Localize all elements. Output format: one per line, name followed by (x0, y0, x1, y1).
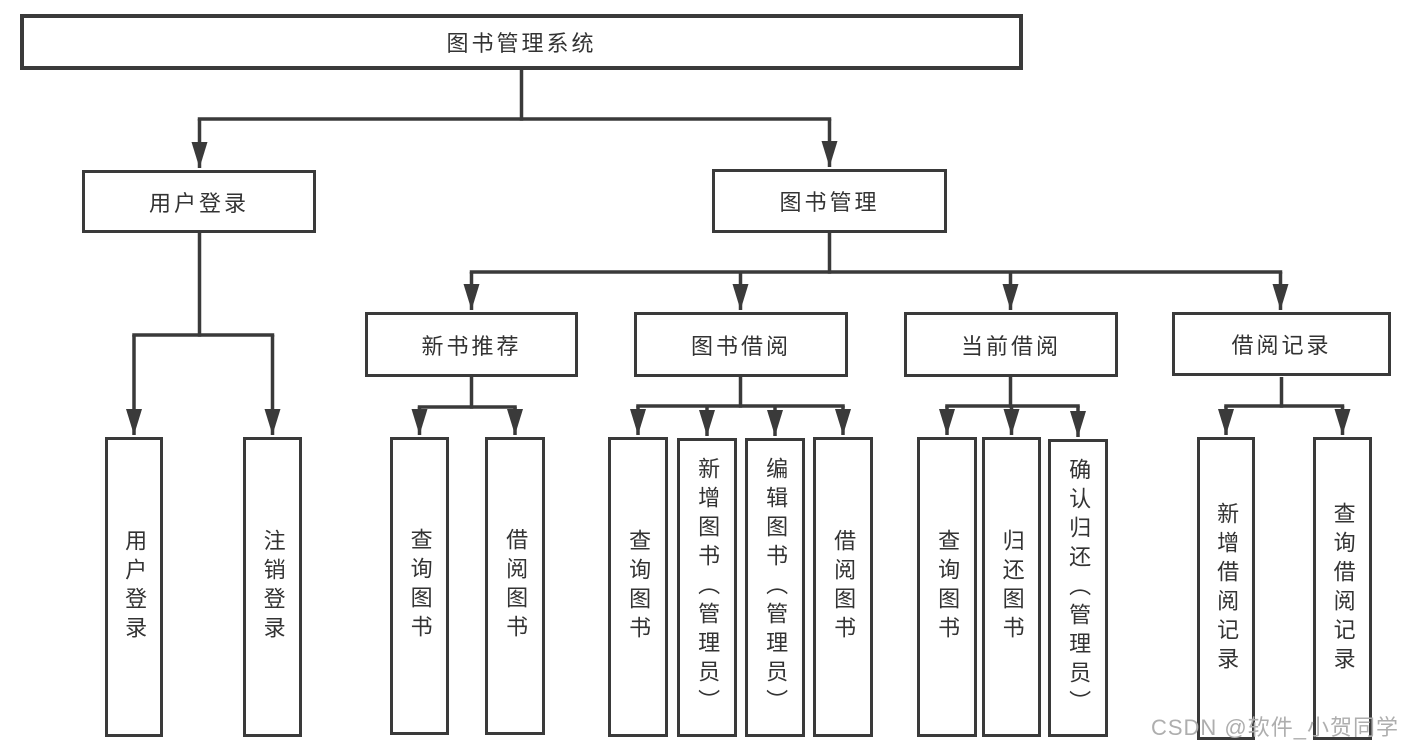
connector-new-book-recommend-to-leaves (411, 377, 523, 435)
node-root: 图书管理系统 (20, 14, 1023, 70)
node-book-management: 图书管理 (712, 169, 947, 233)
node-current-borrowing: 当前借阅 (904, 312, 1118, 377)
leaf-recommend-borrow-books: 借阅图书 (485, 437, 545, 735)
leaf-current-query-books-label: 查询图书 (935, 529, 961, 645)
leaf-current-confirm-return-admin-label: 确认归还（管理员） (1066, 457, 1092, 719)
leaf-borrowing-borrow-books-label: 借阅图书 (831, 529, 857, 645)
leaf-recommend-query-books-label: 查询图书 (407, 528, 433, 644)
leaf-recommend-borrow-books-label: 借阅图书 (503, 528, 529, 644)
node-user-login-label: 用户登录 (148, 190, 249, 216)
node-new-book-recommend-label: 新书推荐 (421, 333, 522, 359)
leaf-borrowing-edit-book-admin-label: 编辑图书（管理员） (763, 457, 789, 718)
leaf-borrowing-query-books-label: 查询图书 (626, 529, 652, 645)
connector-borrowing-records-to-leaves (1218, 377, 1351, 435)
leaf-current-return-books-label: 归还图书 (999, 529, 1025, 645)
leaf-borrowing-edit-book-admin: 编辑图书（管理员） (745, 438, 805, 737)
leaf-user-login-label: 用户登录 (122, 529, 148, 645)
node-book-management-label: 图书管理 (779, 190, 880, 215)
leaf-user-login: 用户登录 (105, 437, 163, 737)
leaf-logout-label: 注销登录 (260, 529, 286, 645)
leaf-records-add-record-label: 新增借阅记录 (1214, 501, 1240, 676)
connector-book-management-to-groups (463, 233, 1289, 310)
node-user-login: 用户登录 (82, 170, 316, 233)
connector-current-borrowing-to-leaves (939, 377, 1086, 437)
leaf-current-confirm-return-admin: 确认归还（管理员） (1048, 439, 1108, 737)
connector-book-borrowing-to-leaves (630, 377, 851, 436)
node-current-borrowing-label: 当前借阅 (960, 333, 1061, 359)
leaf-current-query-books: 查询图书 (917, 437, 977, 737)
leaf-borrowing-add-book-admin: 新增图书（管理员） (677, 438, 737, 737)
leaf-records-add-record: 新增借阅记录 (1197, 437, 1255, 740)
csdn-watermark: CSDN @软件_小贺同学 (1150, 715, 1399, 740)
node-root-label: 图书管理系统 (446, 31, 597, 56)
node-book-borrowing-label: 图书借阅 (690, 333, 791, 359)
leaf-logout: 注销登录 (243, 437, 302, 737)
connector-root-to-branches (191, 68, 838, 168)
leaf-recommend-query-books: 查询图书 (390, 437, 449, 735)
node-borrowing-records: 借阅记录 (1172, 312, 1391, 376)
node-new-book-recommend: 新书推荐 (365, 312, 578, 377)
node-book-borrowing: 图书借阅 (634, 312, 848, 377)
leaf-borrowing-borrow-books: 借阅图书 (813, 437, 873, 737)
leaf-current-return-books: 归还图书 (982, 437, 1041, 737)
leaf-borrowing-query-books: 查询图书 (608, 437, 668, 737)
leaf-records-query-record: 查询借阅记录 (1313, 437, 1372, 740)
leaf-records-query-record-label: 查询借阅记录 (1330, 501, 1356, 676)
node-borrowing-records-label: 借阅记录 (1231, 333, 1332, 358)
leaf-borrowing-add-book-admin-label: 新增图书（管理员） (695, 457, 721, 718)
connector-user-login-to-leaves (126, 233, 281, 435)
